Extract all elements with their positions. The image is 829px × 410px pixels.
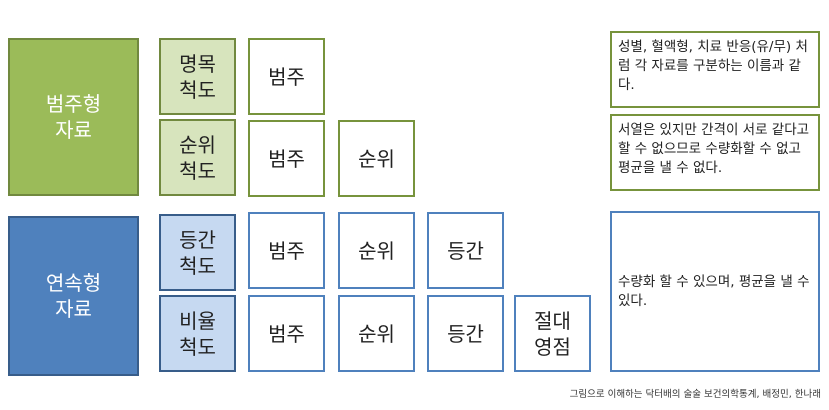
ratio-interval-cell: 등간 xyxy=(427,295,504,372)
ratio-scale-box: 비율 척도 xyxy=(159,295,236,372)
ratio-absolute-zero-cell: 절대 영점 xyxy=(514,295,591,372)
source-caption: 그림으로 이해하는 닥터배의 술술 보건의학통계, 배정민, 한나래 xyxy=(569,389,821,400)
nominal-category-cell: 범주 xyxy=(248,38,325,115)
ordinal-scale-box: 순위 척도 xyxy=(159,119,236,196)
ordinal-note: 서열은 있지만 간격이 서로 같다고 할 수 없으므로 수량화할 수 없고 평균… xyxy=(610,114,820,191)
nominal-note: 성별, 혈액형, 치료 반응(유/무) 처럼 각 자료를 구분하는 이름과 같다… xyxy=(610,31,820,108)
ratio-category-cell: 범주 xyxy=(248,295,325,372)
interval-category-cell: 범주 xyxy=(248,212,325,289)
interval-rank-cell: 순위 xyxy=(338,212,415,289)
continuous-note: 수량화 할 수 있으며, 평균을 낼 수 있다. xyxy=(610,211,820,372)
ordinal-rank-cell: 순위 xyxy=(338,120,415,197)
interval-interval-cell: 등간 xyxy=(427,212,504,289)
nominal-scale-box: 명목 척도 xyxy=(159,38,236,115)
interval-scale-box: 등간 척도 xyxy=(159,214,236,291)
ordinal-category-cell: 범주 xyxy=(248,120,325,197)
categorical-data-box: 범주형 자료 xyxy=(8,38,139,196)
continuous-data-box: 연속형 자료 xyxy=(8,216,139,376)
ratio-rank-cell: 순위 xyxy=(338,295,415,372)
